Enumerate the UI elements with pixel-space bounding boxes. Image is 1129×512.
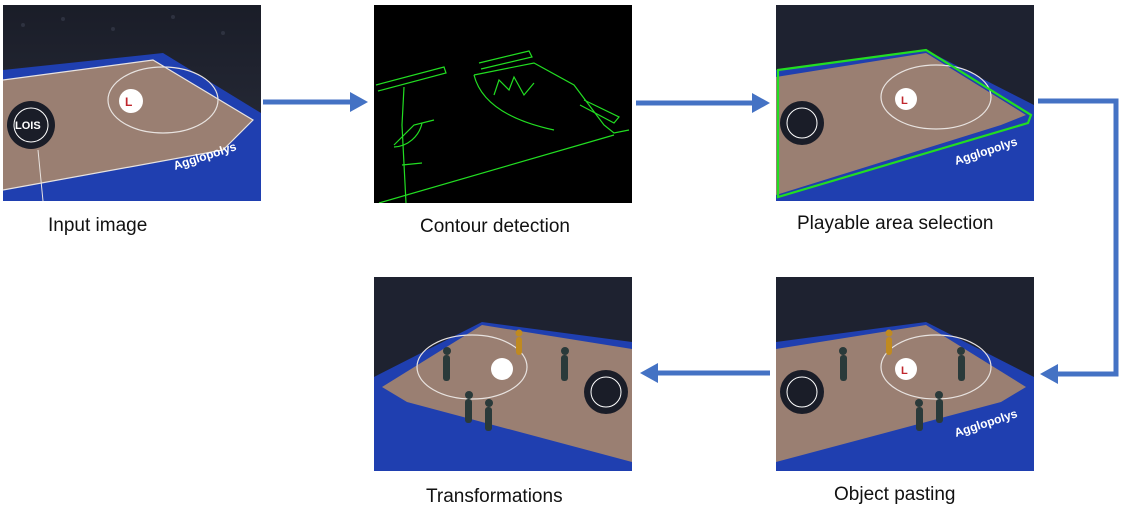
- object-pasting-panel: L Agglopolys: [776, 277, 1034, 471]
- caption-object-pasting: Object pasting: [834, 484, 956, 505]
- contour-detection-panel: [374, 5, 632, 203]
- caption-input-image: Input image: [48, 215, 148, 236]
- arrow-playable-to-pasting: [1038, 98, 1119, 377]
- court-logo-text: LOIS: [15, 120, 41, 132]
- arrowhead-input-to-contour: [350, 92, 368, 112]
- arrowhead-playable-to-pasting: [1040, 364, 1058, 384]
- arrowhead-pasting-to-transform: [640, 363, 658, 383]
- arrowhead-contour-to-playable: [752, 93, 770, 113]
- svg-text:L: L: [125, 95, 132, 109]
- svg-text:L: L: [901, 365, 908, 377]
- caption-transformations: Transformations: [426, 486, 563, 507]
- caption-playable-area: Playable area selection: [797, 213, 994, 234]
- caption-contour-detection: Contour detection: [420, 216, 570, 237]
- input-image-panel: L LOIS Agglopolys: [3, 5, 261, 201]
- svg-text:L: L: [901, 95, 908, 107]
- transformations-panel: [374, 277, 632, 471]
- playable-area-panel: L Agglopolys: [776, 5, 1034, 201]
